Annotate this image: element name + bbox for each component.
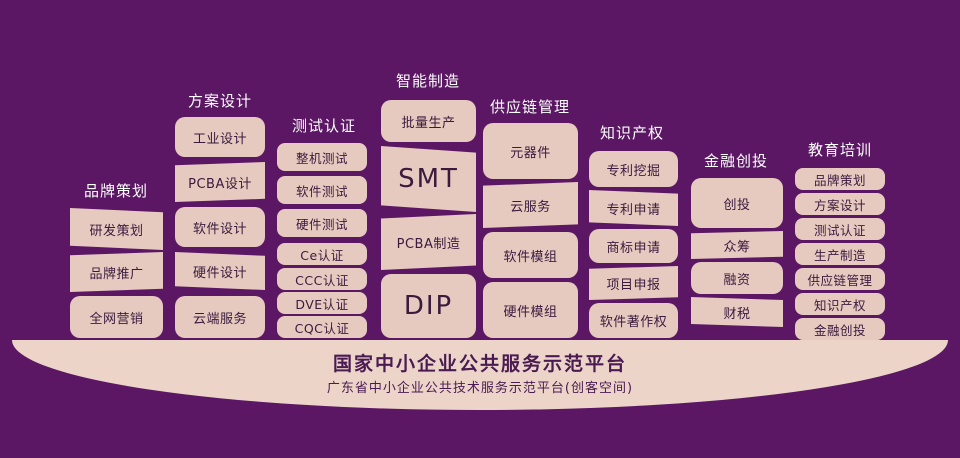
tile-brand-2: 全网营销 — [70, 296, 163, 338]
tile-ip-3: 项目申报 — [589, 266, 678, 300]
column-title-supply: 供应链管理 — [489, 98, 570, 116]
tile-education-1: 方案设计 — [795, 193, 885, 215]
column-title-design: 方案设计 — [187, 92, 252, 110]
tile-design-3: 硬件设计 — [175, 252, 265, 290]
tile-education-5: 知识产权 — [795, 293, 885, 315]
tile-manufacturing-3: DIP — [381, 274, 476, 338]
column-title-brand: 品牌策划 — [83, 182, 148, 200]
tile-finance-3: 财税 — [691, 297, 783, 327]
tile-ip-4: 软件著作权 — [589, 303, 678, 338]
tile-education-6: 金融创投 — [795, 318, 885, 340]
tile-test-5: DVE认证 — [277, 292, 367, 314]
tile-test-0: 整机测试 — [277, 143, 367, 171]
tile-education-2: 测试认证 — [795, 218, 885, 240]
tile-finance-1: 众筹 — [691, 231, 783, 259]
column-title-manufacturing: 智能制造 — [395, 72, 460, 90]
tile-manufacturing-0: 批量生产 — [381, 100, 476, 142]
tile-supply-2: 软件模组 — [483, 232, 578, 278]
tile-test-4: CCC认证 — [277, 268, 367, 290]
tile-ip-1: 专利申请 — [589, 190, 678, 226]
tile-education-0: 品牌策划 — [795, 168, 885, 190]
tile-education-4: 供应链管理 — [795, 268, 885, 290]
tile-manufacturing-1: SMT — [381, 146, 476, 212]
tile-supply-1: 云服务 — [483, 182, 578, 228]
tile-finance-0: 创投 — [691, 178, 783, 228]
tile-design-4: 云端服务 — [175, 296, 265, 338]
tile-brand-1: 品牌推广 — [70, 252, 163, 292]
tile-supply-0: 元器件 — [483, 123, 578, 179]
platform-title: 国家中小企业公共服务示范平台 — [332, 353, 627, 375]
tile-education-3: 生产制造 — [795, 243, 885, 265]
tile-design-1: PCBA设计 — [175, 162, 265, 202]
tile-ip-0: 专利挖掘 — [589, 151, 678, 187]
tile-design-2: 软件设计 — [175, 207, 265, 247]
column-title-test: 测试认证 — [291, 117, 356, 135]
column-title-ip: 知识产权 — [599, 124, 664, 142]
tile-ip-2: 商标申请 — [589, 229, 678, 263]
tile-manufacturing-2: PCBA制造 — [381, 214, 476, 270]
column-title-education: 教育培训 — [807, 141, 872, 159]
tile-test-3: Ce认证 — [277, 243, 367, 265]
tile-test-1: 软件测试 — [277, 176, 367, 204]
tile-brand-0: 研发策划 — [70, 208, 163, 250]
tile-finance-2: 融资 — [691, 262, 783, 294]
platform-subtitle: 广东省中小企业公共技术服务示范平台(创客空间) — [326, 381, 634, 396]
tile-test-6: CQC认证 — [277, 316, 367, 338]
tile-supply-3: 硬件模组 — [483, 282, 578, 338]
tile-test-2: 硬件测试 — [277, 209, 367, 237]
column-title-finance: 金融创投 — [703, 152, 768, 170]
tile-design-0: 工业设计 — [175, 117, 265, 157]
